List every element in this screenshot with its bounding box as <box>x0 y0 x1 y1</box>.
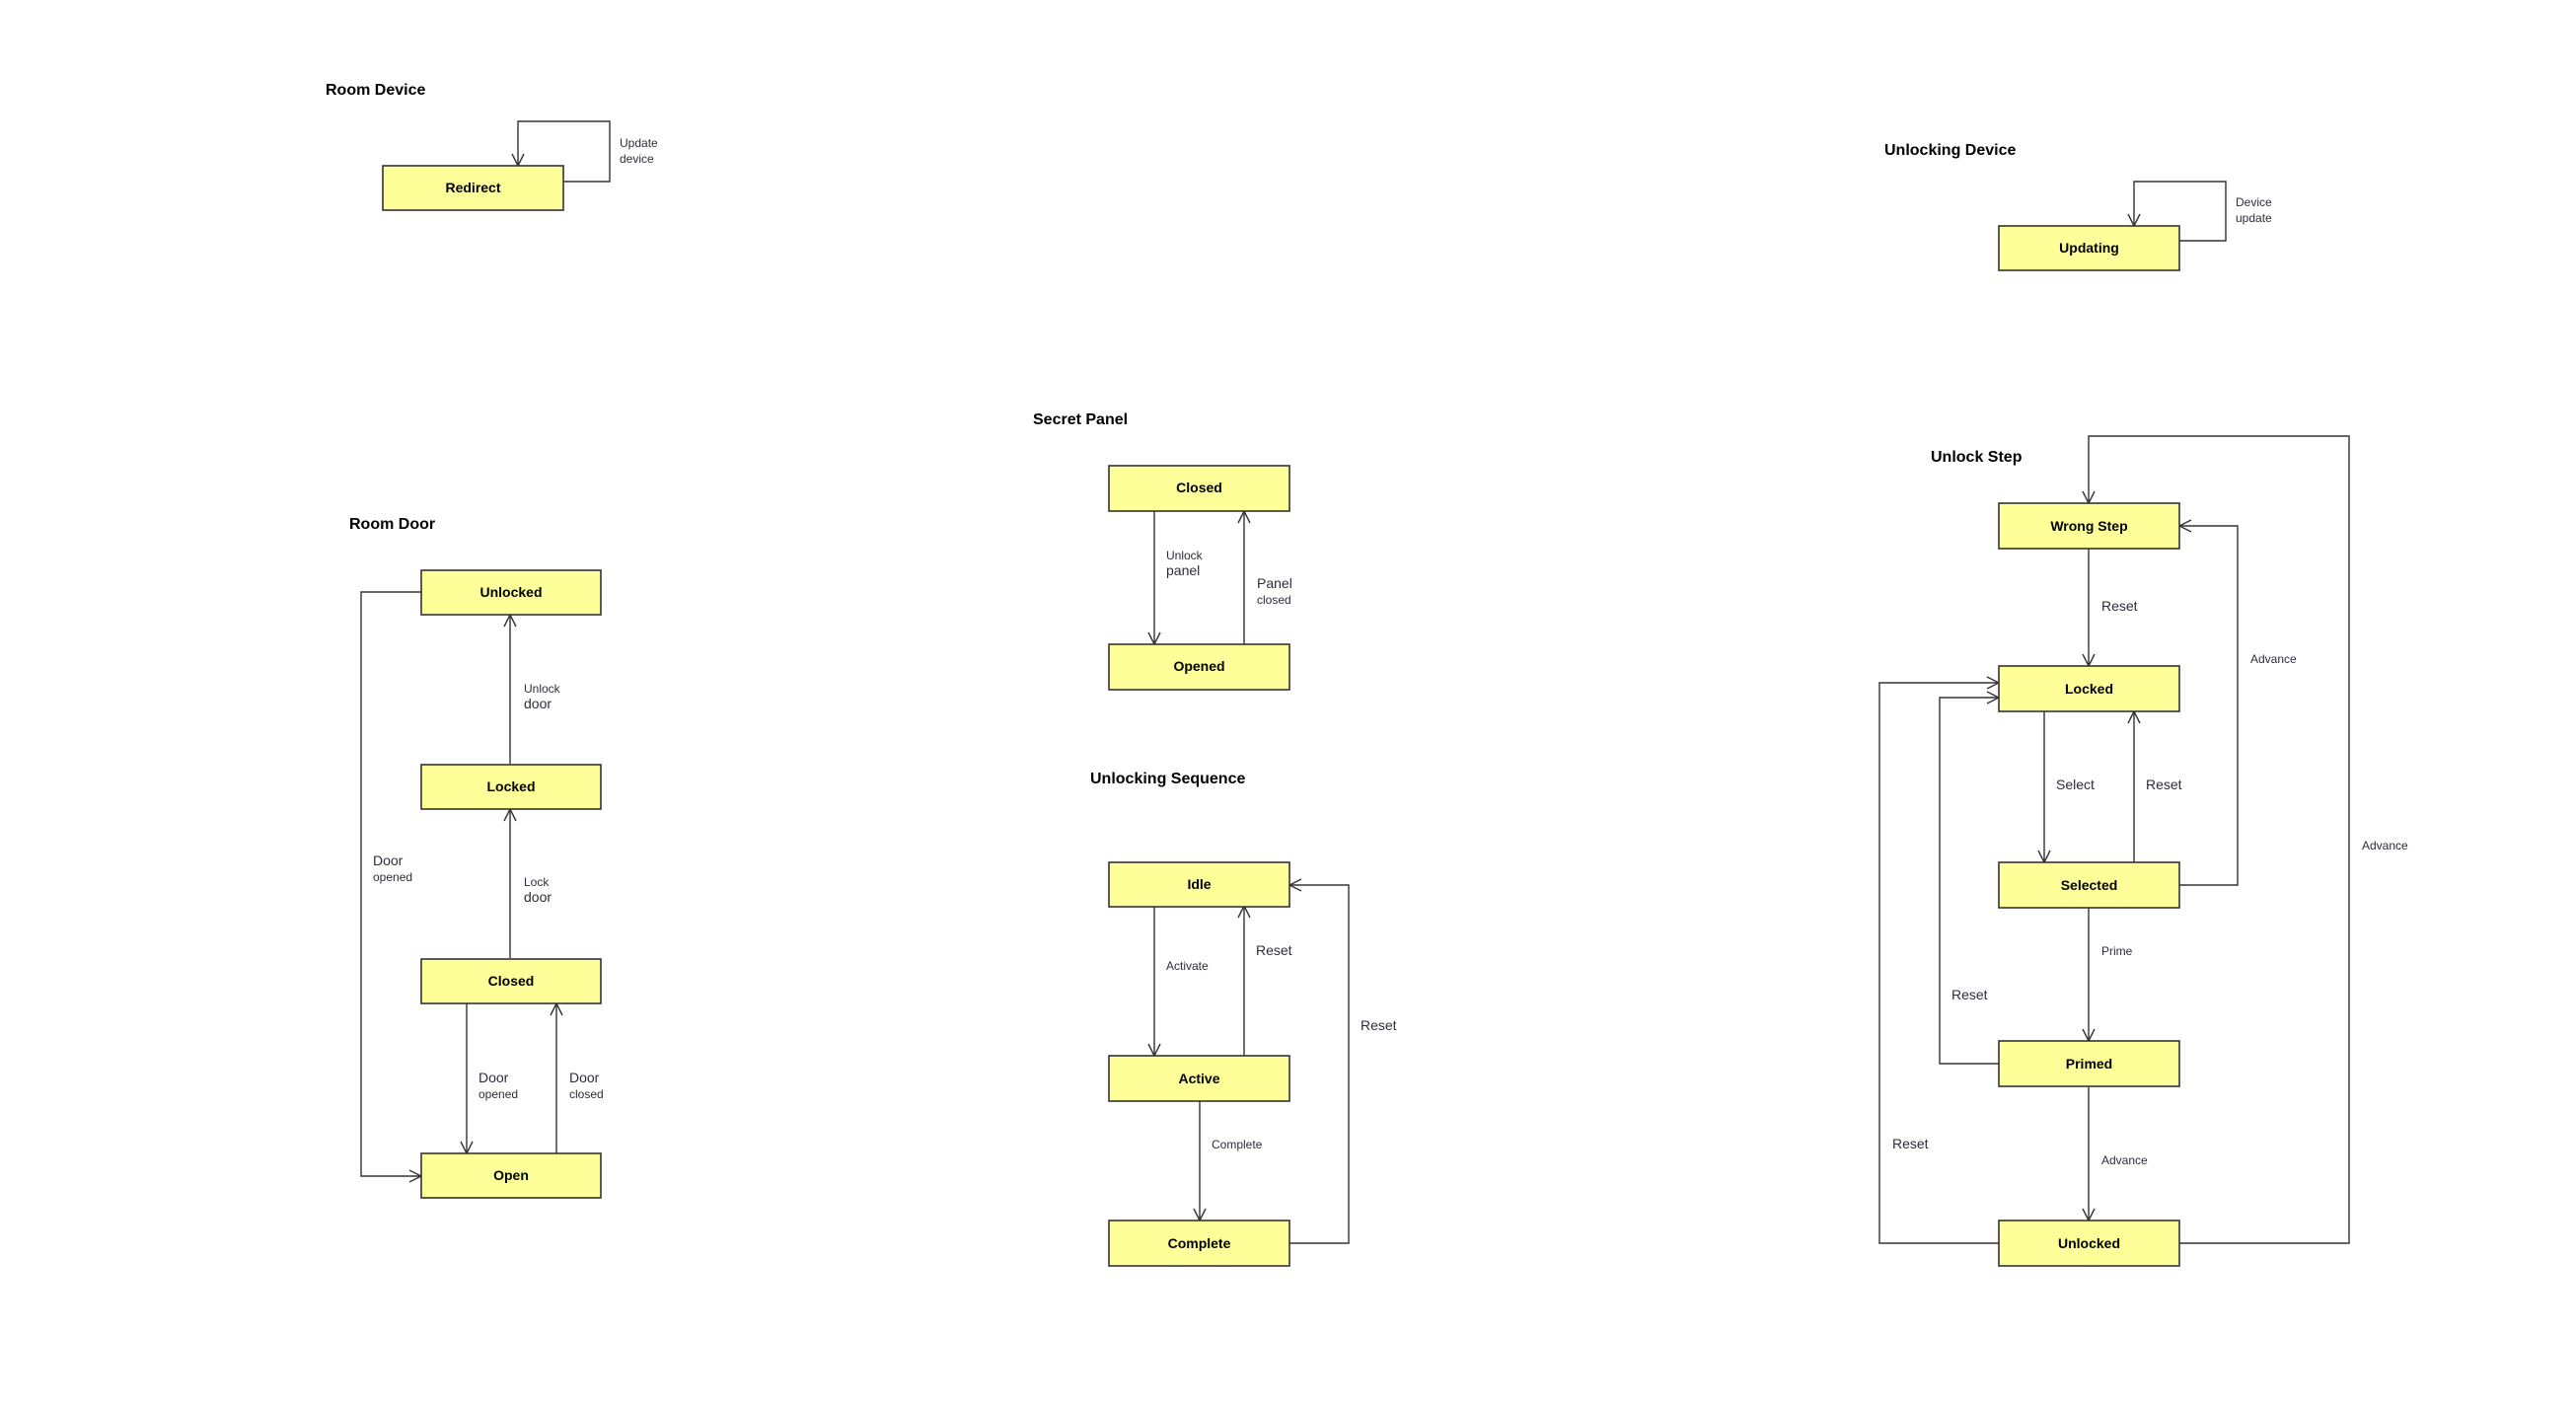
transition-reset-unlocked <box>1878 683 1999 1244</box>
svg-text:Opened: Opened <box>1173 658 1224 674</box>
state-active: Active <box>1108 1055 1290 1102</box>
transition-label-prime: Prime <box>2101 944 2133 958</box>
state-wrong-step: Wrong Step <box>1998 502 2180 550</box>
transition-label-reset-primed: Reset <box>1951 987 1988 1002</box>
state-opened: Opened <box>1108 643 1290 691</box>
unlocking-device-diagram: Unlocking Device Device update Updating <box>1884 142 2276 271</box>
svg-text:Redirect: Redirect <box>445 180 500 195</box>
transition-label-door-opened-left: Door opened <box>373 852 412 884</box>
state-open: Open <box>420 1152 602 1199</box>
svg-text:Open: Open <box>493 1167 529 1183</box>
transition-label-advance-unlocked: Advance <box>2362 839 2408 852</box>
diagram-title: Unlocking Sequence <box>1090 771 1245 787</box>
transition-door-opened-from-unlocked <box>360 591 421 1176</box>
transition-label-unlock-door: Unlock door <box>524 680 564 711</box>
transition-label-select: Select <box>2056 777 2095 792</box>
state-unlocked: Unlocked <box>420 569 602 616</box>
transition-advance-unlocked <box>2089 435 2350 1244</box>
transition-label-advance-selected: Advance <box>2250 652 2297 666</box>
state-closed: Closed <box>1108 465 1290 512</box>
state-idle: Idle <box>1108 861 1290 908</box>
diagram-title: Room Device <box>326 82 425 99</box>
transition-reset-complete <box>1289 885 1350 1244</box>
transition-label-advance-primed: Advance <box>2101 1153 2148 1167</box>
transition-label-device-update: Device update <box>2236 193 2276 225</box>
svg-text:Primed: Primed <box>2066 1056 2112 1072</box>
transition-device-update <box>2134 181 2227 242</box>
svg-text:Closed: Closed <box>1176 480 1222 495</box>
state-closed: Closed <box>420 958 602 1004</box>
svg-text:Idle: Idle <box>1187 876 1211 892</box>
svg-text:Locked: Locked <box>2065 681 2113 697</box>
transition-label-reset-unlocked: Reset <box>1892 1136 1929 1151</box>
unlocking-sequence-diagram: Unlocking Sequence Activate Reset Comple… <box>1090 771 1397 1267</box>
transition-reset-primed <box>1939 698 1999 1065</box>
transition-label-lock-door: Lock door <box>524 873 552 905</box>
state-primed: Primed <box>1998 1040 2180 1087</box>
svg-text:Unlocked: Unlocked <box>479 584 542 600</box>
state-redirect: Redirect <box>382 165 564 211</box>
transition-label-reset-selected: Reset <box>2146 777 2182 792</box>
svg-text:Wrong Step: Wrong Step <box>2050 518 2127 534</box>
secret-panel-diagram: Secret Panel Unlock panel Panel closed C… <box>1033 411 1296 691</box>
transition-label-unlock-panel: Unlock panel <box>1166 547 1207 578</box>
state-locked: Locked <box>420 764 602 810</box>
svg-text:Complete: Complete <box>1168 1235 1231 1251</box>
diagram-title: Unlocking Device <box>1884 142 2016 159</box>
transition-label-reset-wrong: Reset <box>2101 598 2138 614</box>
state-locked: Locked <box>1998 665 2180 712</box>
transition-advance-selected <box>2179 526 2239 886</box>
room-door-diagram: Room Door Unlock door Lock door Door ope… <box>349 516 604 1199</box>
transition-label-complete: Complete <box>1212 1138 1263 1151</box>
transition-label-door-closed: Door closed <box>569 1070 604 1101</box>
transition-label-reset-complete: Reset <box>1361 1017 1397 1033</box>
diagram-title: Room Door <box>349 516 435 533</box>
transition-label-panel-closed: Panel closed <box>1257 575 1296 607</box>
diagram-title: Secret Panel <box>1033 411 1128 428</box>
transition-label-door-opened: Door opened <box>478 1070 518 1101</box>
svg-text:Active: Active <box>1178 1071 1219 1086</box>
state-unlocked: Unlocked <box>1998 1220 2180 1267</box>
state-complete: Complete <box>1108 1220 1290 1267</box>
transition-update-device <box>518 120 611 183</box>
svg-text:Locked: Locked <box>486 778 535 794</box>
svg-text:Closed: Closed <box>488 973 535 989</box>
unlock-step-diagram: Unlock Step Reset Advance Select Reset P… <box>1878 435 2408 1267</box>
svg-text:Unlocked: Unlocked <box>2058 1235 2120 1251</box>
transition-label-reset-active: Reset <box>1256 942 1292 958</box>
state-updating: Updating <box>1998 225 2180 271</box>
svg-text:Updating: Updating <box>2059 240 2119 256</box>
svg-text:Selected: Selected <box>2061 877 2118 893</box>
state-selected: Selected <box>1998 861 2180 909</box>
room-device-diagram: Room Device Update device Redirect <box>326 82 662 211</box>
transition-label-activate: Activate <box>1166 959 1209 973</box>
transition-label-update-device: Update device <box>620 134 662 166</box>
diagram-title: Unlock Step <box>1931 449 2023 466</box>
